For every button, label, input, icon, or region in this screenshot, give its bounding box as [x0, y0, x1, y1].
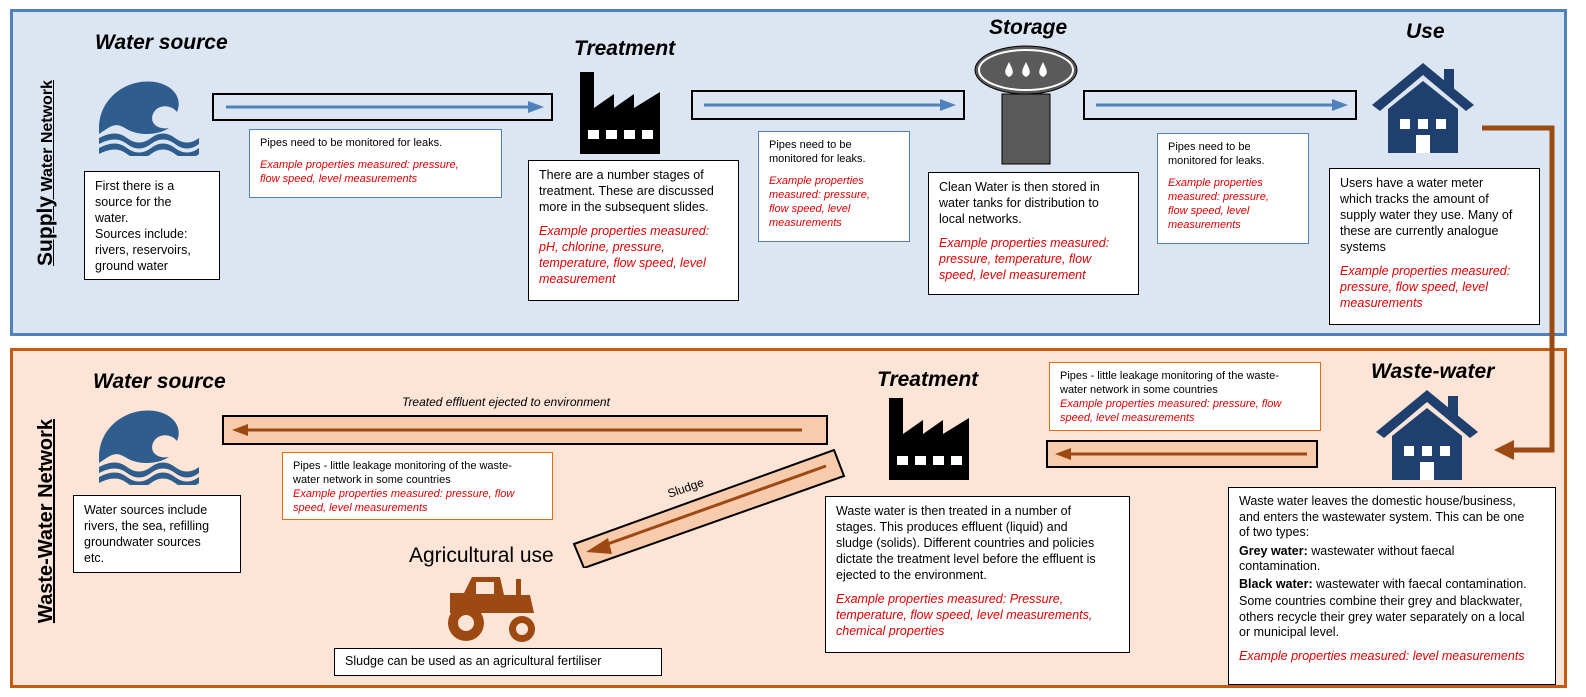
arrow-left-icon	[232, 424, 802, 436]
waste-treatment-description: Waste water is then treated in a number …	[825, 496, 1130, 653]
wave-icon	[99, 410, 199, 485]
factory-icon	[889, 398, 969, 480]
house-icon	[1372, 63, 1474, 153]
water-tower-icon	[974, 45, 1078, 165]
arrow-right-icon	[704, 99, 956, 111]
use-description: Users have a water meter which tracks th…	[1329, 168, 1540, 325]
arrow-left-icon	[1055, 448, 1307, 460]
storage-description: Clean Water is then stored in water tank…	[928, 172, 1139, 295]
waste-inflow-pipe-note: Pipes - little leakage monitoring of the…	[1049, 362, 1321, 431]
supply-pipe-1-note: Pipes need to be monitored for leaks. Ex…	[249, 129, 502, 198]
arrow-right-icon	[1096, 99, 1348, 111]
use-heading: Use	[1406, 20, 1445, 43]
waste-water-network-label: Waste-Water Network	[35, 418, 57, 624]
tractor-icon	[448, 577, 535, 642]
arrow-right-icon	[226, 101, 544, 113]
agricultural-use-description: Sludge can be used as an agricultural fe…	[334, 648, 662, 676]
effluent-label: Treated effluent ejected to environment	[402, 395, 610, 409]
waste-water-source-heading: Water source	[93, 370, 226, 393]
supply-water-source-heading: Water source	[95, 31, 228, 54]
wave-icon	[99, 81, 199, 156]
sludge-pipe	[572, 448, 846, 568]
factory-icon	[580, 72, 660, 154]
supply-water-source-description: First there is a source for the water. S…	[84, 171, 220, 280]
waste-water-description: Waste water leaves the domestic house/bu…	[1228, 487, 1556, 685]
effluent-pipe-note: Pipes - little leakage monitoring of the…	[282, 452, 553, 520]
supply-pipe-2-note: Pipes need to be monitored for leaks. Ex…	[758, 131, 910, 242]
agricultural-use-heading: Agricultural use	[409, 544, 554, 567]
waste-water-source-description: Water sources include rivers, the sea, r…	[73, 495, 241, 573]
supply-pipe-3-note: Pipes need to be monitored for leaks. Ex…	[1157, 133, 1309, 244]
supply-network-label: Supply Water Network	[34, 80, 57, 266]
flow-connector-arrow	[1482, 125, 1555, 460]
supply-treatment-description: There are a number stages of treatment. …	[528, 160, 739, 301]
waste-water-heading: Waste-water	[1371, 360, 1495, 383]
house-icon	[1376, 390, 1478, 480]
waste-treatment-heading: Treatment	[877, 368, 979, 391]
storage-heading: Storage	[989, 16, 1068, 39]
supply-treatment-heading: Treatment	[574, 37, 676, 60]
